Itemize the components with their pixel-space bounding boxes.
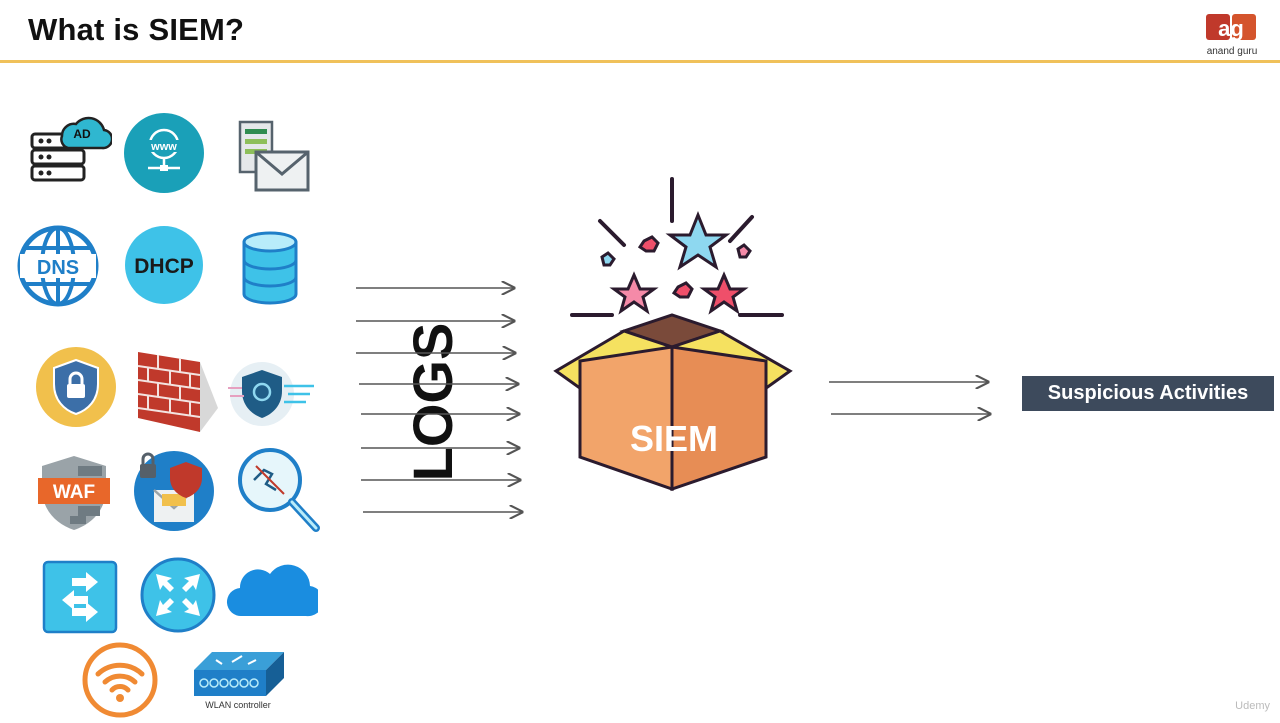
dns-globe-icon: DNS [16, 224, 100, 308]
logo-initials: ag [1218, 16, 1244, 41]
web-server-icon: www [122, 112, 206, 194]
mail-server-icon [236, 118, 312, 194]
threat-hunting-icon [236, 446, 322, 536]
network-shield-speed-icon [226, 360, 318, 428]
security-shield-icon [34, 346, 118, 428]
suspicious-activities-box: Suspicious Activities [1022, 376, 1274, 411]
wifi-access-point-icon [80, 642, 160, 718]
database-icon [240, 230, 300, 306]
www-label: www [150, 141, 177, 153]
ad-label: AD [73, 127, 91, 141]
switch-icon [42, 560, 118, 634]
waf-icon: WAF [34, 452, 114, 532]
wlan-controller-icon [192, 650, 284, 700]
siem-label: SIEM [629, 418, 718, 459]
siem-box-icon [548, 175, 798, 495]
slide-title: What is SIEM? [28, 12, 245, 47]
cloud-icon [226, 560, 324, 618]
waf-label: WAF [53, 482, 95, 503]
dns-label: DNS [37, 257, 79, 279]
title-underline [0, 60, 1280, 63]
active-directory-server-icon: AD [28, 108, 114, 188]
udemy-watermark: Udemy [1235, 700, 1270, 712]
dhcp-server-icon: DHCP [124, 224, 204, 306]
brand-logo: ag anand guru [1202, 10, 1262, 60]
wlan-controller-caption: WLAN controller [205, 700, 271, 710]
email-security-icon [132, 450, 216, 532]
firewall-icon [134, 348, 222, 434]
router-icon [138, 556, 218, 634]
logo-caption: anand guru [1206, 46, 1258, 57]
dhcp-label: DHCP [134, 255, 194, 278]
